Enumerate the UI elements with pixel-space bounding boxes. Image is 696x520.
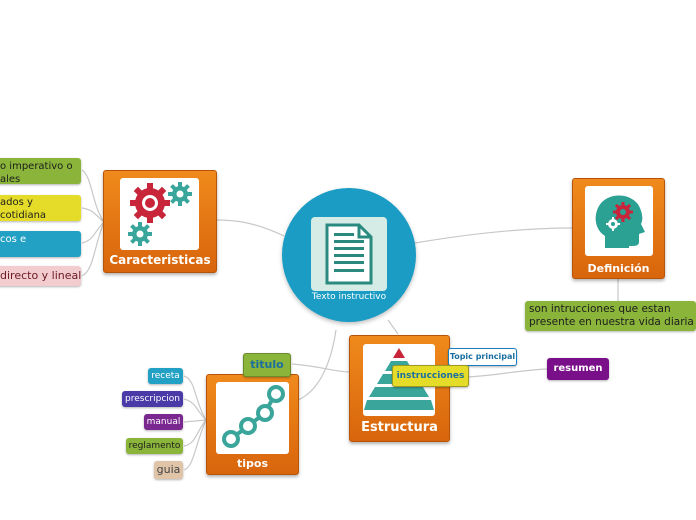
tipos-item-prescripcion[interactable]: prescripcion	[122, 391, 183, 407]
link-center-tipos	[297, 329, 337, 401]
topic-label: tipos	[236, 457, 268, 470]
gears-icon	[120, 178, 199, 250]
caracteristicas-item-4[interactable]: directo y lineal	[0, 266, 81, 286]
tipos-item-reglamento[interactable]: reglamento	[126, 438, 183, 454]
estructura-topic-principal[interactable]: Topic principal	[448, 348, 517, 366]
estructura-titulo[interactable]: titulo	[243, 353, 291, 377]
topic-label: Definición	[587, 262, 650, 275]
central-topic-label: Texto instructivo	[311, 292, 387, 302]
topic-label: Estructura	[361, 420, 438, 435]
link-car-item3	[81, 221, 105, 244]
link-car-item1	[81, 169, 105, 223]
central-topic[interactable]: Texto instructivo	[282, 188, 416, 322]
topic-caracteristicas[interactable]: Caracteristicas	[103, 170, 217, 273]
topic-tipos[interactable]: tipos	[206, 374, 299, 475]
tipos-item-receta[interactable]: receta	[148, 368, 183, 384]
link-tipos-guia	[183, 419, 207, 471]
link-center-definicion	[414, 227, 573, 244]
estructura-instrucciones[interactable]: instrucciones	[392, 365, 469, 387]
definicion-item[interactable]: son intrucciones que estan presente en n…	[525, 301, 696, 331]
document-icon	[311, 217, 387, 291]
topic-label: Caracteristicas	[109, 253, 211, 267]
link-tipos-reglamento	[183, 419, 207, 447]
head-gears-icon	[585, 186, 653, 256]
tipos-item-manual[interactable]: manual	[144, 414, 183, 430]
tipos-item-guia[interactable]: guia	[154, 461, 183, 479]
estructura-resumen[interactable]: resumen	[547, 358, 609, 380]
link-tipos-receta	[183, 375, 207, 421]
caracteristicas-item-2[interactable]: ados y cotidiana	[0, 195, 81, 221]
caracteristicas-item-3[interactable]: cos e	[0, 231, 81, 257]
link-instrucciones-resumen	[467, 368, 549, 378]
caracteristicas-item-1[interactable]: o imperativo o ales	[0, 158, 81, 184]
link-tipos-manual	[183, 419, 207, 423]
link-tipos-prescripcion	[183, 398, 207, 421]
link-center-estructura	[387, 319, 399, 335]
steps-icon	[216, 382, 289, 454]
link-center-caracteristicas	[214, 219, 285, 237]
topic-definicion[interactable]: Definición	[572, 178, 665, 279]
topic-estructura[interactable]: Estructura	[349, 335, 450, 442]
link-car-item2	[81, 207, 105, 223]
link-estructura-titulo	[291, 363, 351, 373]
link-car-item4	[81, 221, 105, 277]
